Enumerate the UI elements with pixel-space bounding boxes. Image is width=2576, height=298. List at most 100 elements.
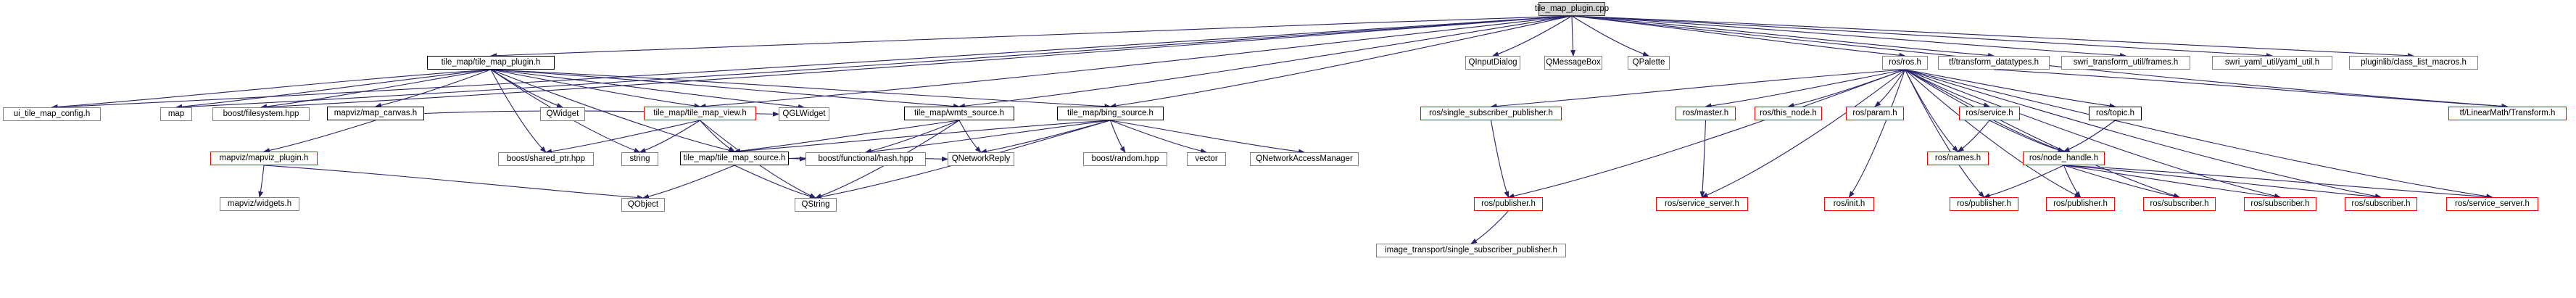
- graph-node-n35[interactable]: ros/names.h: [1927, 152, 1989, 165]
- graph-node-label: boost/shared_ptr.hpp: [506, 154, 586, 163]
- graph-node-n17[interactable]: tile_map/wmts_source.h: [904, 107, 1014, 120]
- graph-edge: [175, 69, 492, 109]
- graph-edge: [734, 165, 816, 199]
- graph-node-label: ros/names.h: [1934, 153, 1981, 162]
- graph-node-n43[interactable]: ros/publisher.h: [1950, 197, 2018, 211]
- graph-node-n31[interactable]: QNetworkReply: [948, 152, 1014, 166]
- graph-node-label: QNetworkAccessManager: [1256, 154, 1353, 163]
- graph-node-label: ros/subscriber.h: [2250, 199, 2310, 208]
- graph-node-n39[interactable]: QString: [795, 198, 837, 212]
- graph-node-n26[interactable]: mapviz/mapviz_plugin.h: [210, 152, 318, 165]
- graph-edge: [490, 69, 547, 153]
- graph-node-label: ros/service_server.h: [1665, 199, 1739, 208]
- graph-node-n40[interactable]: ros/publisher.h: [1474, 197, 1543, 211]
- graph-node-n20[interactable]: ros/master.h: [1676, 107, 1736, 120]
- graph-edge: [958, 120, 982, 153]
- graph-node-label: ros/publisher.h: [2053, 199, 2108, 208]
- graph-edge: [1490, 69, 1905, 109]
- graph-edge: [260, 69, 492, 109]
- graph-edge: [1989, 120, 2065, 153]
- graph-node-label: tile_map/bing_source.h: [1067, 108, 1154, 117]
- graph-node-label: ros/single_subscriber_publisher.h: [1429, 108, 1553, 117]
- graph-edge: [258, 165, 265, 198]
- graph-edge: [639, 120, 700, 153]
- graph-node-label: ros/ros.h: [1889, 57, 1921, 67]
- graph-node-n8[interactable]: swri_yaml_util/yaml_util.h: [2212, 56, 2332, 70]
- graph-node-n1[interactable]: tile_map/tile_map_plugin.h: [427, 56, 555, 70]
- graph-node-label: QPalette: [1632, 57, 1665, 67]
- graph-node-n9[interactable]: pluginlib/class_list_macros.h: [2349, 56, 2478, 70]
- graph-node-n27[interactable]: boost/shared_ptr.hpp: [498, 152, 594, 166]
- graph-node-n44[interactable]: ros/publisher.h: [2046, 197, 2115, 211]
- graph-node-n41[interactable]: ros/service_server.h: [1656, 197, 1748, 211]
- graph-node-n3[interactable]: QMessageBox: [1544, 56, 1602, 70]
- graph-node-n16[interactable]: QGLWidget: [779, 107, 829, 121]
- graph-node-label: ros/service.h: [1966, 108, 2013, 117]
- graph-node-label: mapviz/widgets.h: [227, 199, 292, 208]
- graph-node-label: ros/this_node.h: [1760, 108, 1817, 117]
- graph-node-n5[interactable]: ros/ros.h: [1882, 56, 1928, 70]
- graph-edge: [734, 120, 960, 154]
- graph-node-label: ros/subscriber.h: [2351, 199, 2411, 208]
- graph-node-n23[interactable]: ros/service.h: [1959, 107, 2020, 120]
- graph-node-n21[interactable]: ros/this_node.h: [1755, 107, 1822, 120]
- graph-node-n32[interactable]: boost/random.hpp: [1083, 152, 1167, 166]
- graph-node-n4[interactable]: QPalette: [1628, 56, 1670, 70]
- graph-edge: [1490, 120, 1509, 198]
- graph-edge: [1905, 69, 2493, 199]
- graph-node-n6[interactable]: tf/transform_datatypes.h: [1938, 56, 2050, 70]
- graph-node-n36[interactable]: ros/node_handle.h: [2023, 152, 2105, 165]
- graph-node-label: QString: [801, 199, 830, 209]
- graph-edge: [1571, 15, 1906, 58]
- graph-edge: [2063, 165, 2382, 199]
- graph-node-n7[interactable]: swri_transform_util/frames.h: [2061, 56, 2190, 70]
- graph-node-label: ros/publisher.h: [1957, 199, 2011, 208]
- graph-node-label: boost/filesystem.hpp: [223, 109, 299, 118]
- graph-node-n25[interactable]: tf/LinearMath/Transform.h: [2448, 107, 2567, 120]
- graph-node-n24[interactable]: ros/topic.h: [2089, 107, 2142, 120]
- graph-node-n49[interactable]: image_transport/single_subscriber_publis…: [1376, 244, 1566, 257]
- graph-node-n29[interactable]: tile_map/tile_map_source.h: [680, 152, 789, 165]
- graph-node-n48[interactable]: ros/service_server.h: [2446, 197, 2538, 211]
- graph-edge: [1905, 69, 1985, 198]
- graph-node-n47[interactable]: ros/subscriber.h: [2345, 197, 2417, 211]
- graph-node-n45[interactable]: ros/subscriber.h: [2143, 197, 2216, 211]
- graph-node-n19[interactable]: ros/single_subscriber_publisher.h: [1420, 107, 1562, 120]
- graph-node-label: boost/random.hpp: [1091, 154, 1159, 163]
- graph-node-n46[interactable]: ros/subscriber.h: [2244, 197, 2316, 211]
- graph-node-n15[interactable]: tile_map/tile_map_view.h: [644, 107, 756, 120]
- graph-node-n22[interactable]: ros/param.h: [1846, 107, 1904, 120]
- graph-node-n33[interactable]: vector: [1187, 152, 1226, 166]
- graph-node-label: ui_tile_map_config.h: [13, 109, 91, 118]
- graph-node-label: ros/node_handle.h: [2029, 153, 2099, 162]
- graph-node-n11[interactable]: map: [160, 107, 192, 121]
- graph-node-n38[interactable]: QObject: [621, 198, 665, 212]
- graph-edge: [490, 69, 563, 108]
- graph-edge: [490, 69, 960, 109]
- graph-node-n14[interactable]: QWidget: [540, 107, 585, 121]
- graph-edge: [1701, 69, 1905, 198]
- graph-node-n10[interactable]: ui_tile_map_config.h: [3, 107, 101, 121]
- graph-node-n28[interactable]: string: [621, 152, 658, 166]
- graph-edge: [1905, 69, 2082, 198]
- graph-edge: [642, 165, 735, 199]
- graph-node-label: tile_map/tile_map_view.h: [653, 108, 747, 117]
- graph-edge: [1905, 69, 2382, 199]
- graph-node-n12[interactable]: boost/filesystem.hpp: [212, 107, 310, 121]
- graph-node-n30[interactable]: boost/functional/hash.hpp: [805, 152, 926, 166]
- graph-node-label: image_transport/single_subscriber_publis…: [1385, 245, 1557, 254]
- graph-edge: [788, 156, 806, 162]
- graph-node-n42[interactable]: ros/init.h: [1824, 197, 1874, 211]
- graph-node-n2[interactable]: QInputDialog: [1465, 56, 1520, 70]
- graph-node-n18[interactable]: tile_map/bing_source.h: [1057, 107, 1164, 120]
- graph-edge: [545, 120, 700, 154]
- graph-node-n37[interactable]: mapviz/widgets.h: [220, 197, 299, 211]
- graph-node-n13[interactable]: mapviz/map_canvas.h: [327, 107, 424, 120]
- graph-node-label: ros/param.h: [1852, 108, 1897, 117]
- graph-edge: [865, 120, 1111, 154]
- graph-edge: [1699, 120, 1707, 198]
- graph-node-n34[interactable]: QNetworkAccessManager: [1250, 152, 1359, 166]
- graph-node-n0[interactable]: tile_map_plugin.cpp: [1535, 2, 1609, 16]
- graph-node-label: tf/LinearMath/Transform.h: [2459, 108, 2556, 117]
- graph-edge: [1492, 15, 1573, 57]
